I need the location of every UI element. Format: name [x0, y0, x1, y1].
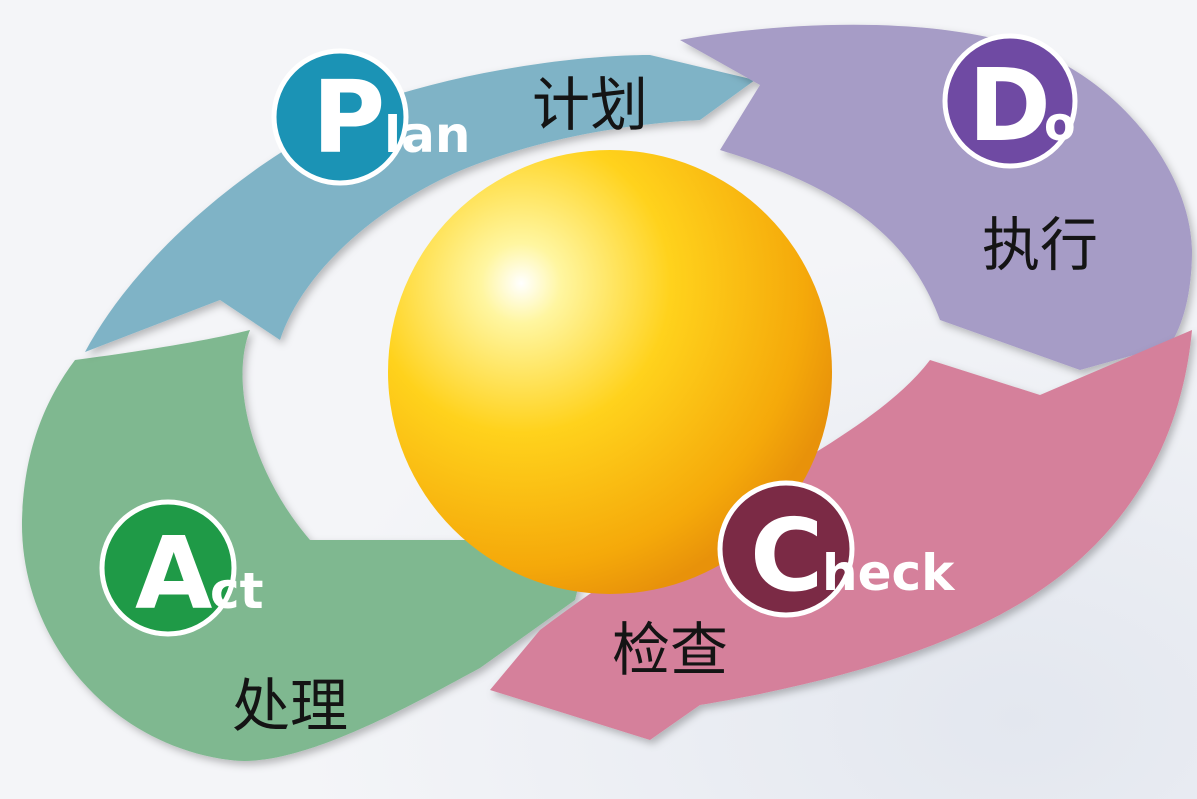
check-letter: C [750, 497, 823, 614]
center-sphere [388, 150, 832, 594]
plan-rest: lan [384, 106, 470, 164]
check-label: 检查 [612, 616, 728, 684]
do-letter: D [968, 47, 1051, 164]
act-letter: A [135, 515, 212, 632]
plan-letter: P [312, 59, 385, 176]
check-rest: heck [822, 544, 956, 602]
do-rest: o [1044, 97, 1076, 151]
check-badge: C heck [717, 480, 956, 618]
act-arrow [21, 330, 591, 761]
plan-arrow [85, 55, 755, 352]
do-label: 执行 [982, 211, 1098, 279]
act-badge: A ct [99, 499, 264, 637]
plan-label: 计划 [532, 71, 648, 139]
act-rest: ct [210, 562, 264, 620]
plan-badge: P lan [271, 48, 470, 186]
do-badge: D o [942, 33, 1078, 169]
act-label: 处理 [232, 672, 348, 740]
